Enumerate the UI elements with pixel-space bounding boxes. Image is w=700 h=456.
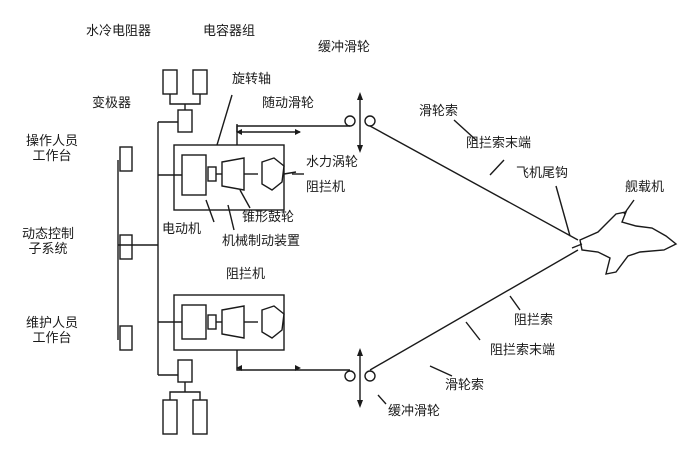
control-bus: [117, 160, 158, 340]
arresting-cable-label: 阻拦索: [514, 313, 554, 328]
pulley-cable-top-label: 滑轮索: [419, 104, 459, 119]
power-bus: [157, 121, 178, 376]
dynamic-control-line2: 子系统: [28, 242, 68, 257]
capacitor-bank-label: 电容器组: [203, 24, 256, 39]
arrester-bottom-label: 阻拦机: [226, 267, 266, 282]
cone-drum-bottom: [221, 305, 245, 339]
capacitor-box: [192, 69, 208, 95]
tailhook-label: 飞机尾钩: [516, 166, 569, 181]
turbine-bottom: [261, 305, 285, 339]
water-resistor-label: 水冷电阻器: [86, 24, 152, 39]
operator-station-line2: 工作台: [32, 149, 72, 164]
dynamic-control-line1: 动态控制: [22, 227, 75, 242]
maintenance-station-line1: 维护人员: [26, 316, 79, 331]
cone-drum-top: [221, 157, 245, 191]
buffer-pulley-top-label: 缓冲滑轮: [318, 40, 371, 55]
pulley-cable-bottom-label: 滑轮索: [445, 378, 485, 393]
carrier-aircraft-label: 舰载机: [625, 180, 665, 195]
cable-end-bottom-label: 阻拦索末端: [490, 343, 556, 358]
cable-bottom: [342, 249, 579, 371]
maintenance-station-box: [119, 325, 133, 351]
buffer-pulley-bottom-right: [364, 370, 376, 382]
buffer-pulley-bottom-left: [344, 370, 356, 382]
arrester-top-label: 阻拦机: [306, 180, 346, 195]
converter-label: 变极器: [92, 96, 132, 111]
follow-pulley-label: 随动滑轮: [262, 96, 315, 111]
dynamic-control-box: [119, 234, 133, 260]
motor-top-box: [181, 154, 207, 196]
operator-station-label: 操作人员 工作台: [26, 134, 78, 164]
converter-box: [177, 109, 193, 133]
buffer-pulley-top-right: [364, 115, 376, 127]
maintenance-station-line2: 工作台: [32, 331, 72, 346]
cone-drum-label: 锥形鼓轮: [242, 210, 295, 225]
turbine-top: [261, 157, 285, 191]
operator-station-box: [119, 146, 133, 172]
cable-top: [342, 125, 579, 241]
motor-label: 电动机: [162, 222, 202, 237]
motor-bottom-box: [181, 304, 207, 340]
buffer-pulley-top-left: [344, 115, 356, 127]
water-resistor-box: [162, 69, 178, 95]
arrester-bottom-frame: [173, 294, 285, 351]
cable-end-top-label: 阻拦索末端: [466, 136, 532, 151]
dynamic-control-label: 动态控制 子系统: [22, 227, 74, 257]
buffer-pulley-bottom-label: 缓冲滑轮: [388, 404, 441, 419]
operator-station-line1: 操作人员: [26, 134, 79, 149]
mech-brake-label: 机械制动装置: [222, 234, 301, 249]
carrier-aircraft-shape: [579, 211, 678, 275]
rotary-shaft-label: 旋转轴: [232, 72, 272, 87]
maintenance-station-label: 维护人员 工作台: [26, 316, 78, 346]
hydro-turbine-label: 水力涡轮: [306, 155, 359, 170]
